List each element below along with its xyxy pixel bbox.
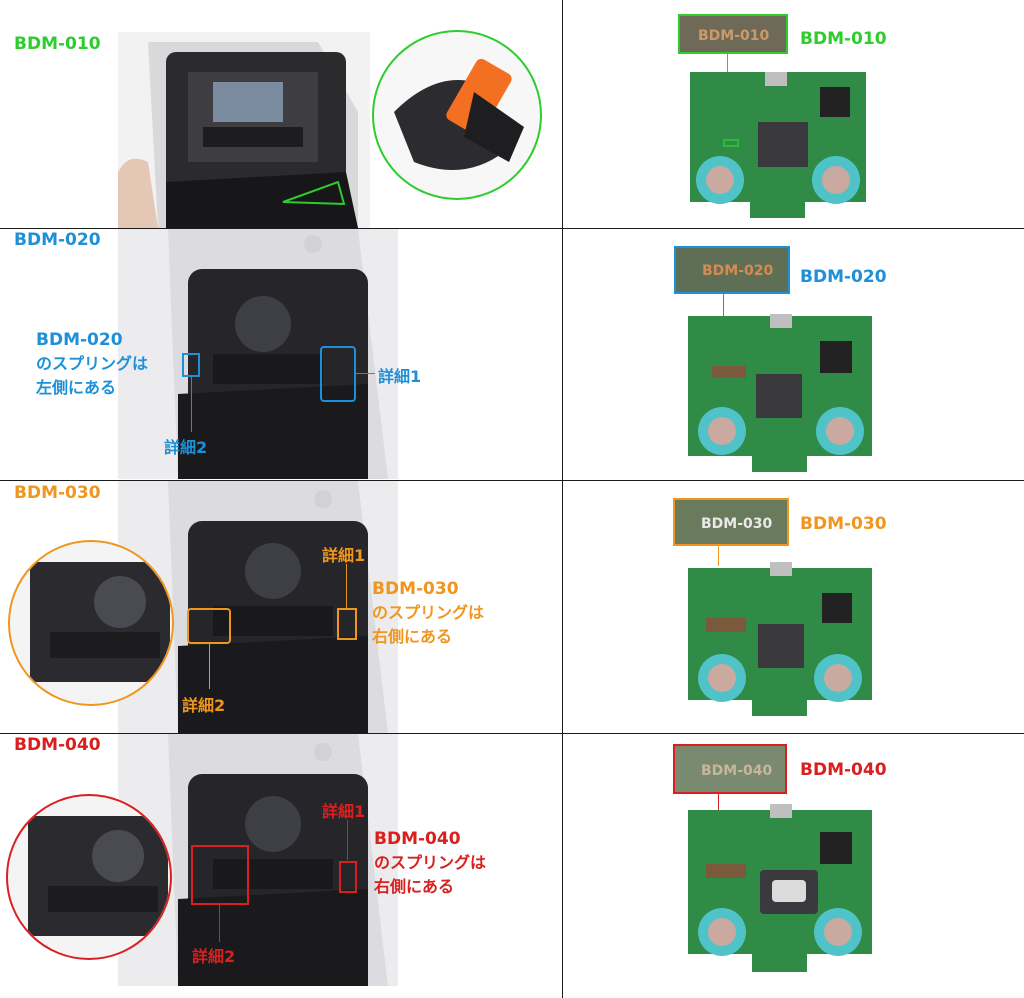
board-label-bdm030: BDM-030 bbox=[800, 514, 887, 534]
controller-photo-bdm010 bbox=[118, 32, 370, 228]
detail2-leader-bdm030 bbox=[209, 643, 210, 689]
grid-row-divider-1 bbox=[0, 228, 1024, 229]
board-callout-bdm020: BDM-020 bbox=[674, 246, 790, 294]
board-callout-bdm030: BDM-030 bbox=[673, 498, 789, 546]
detail2-leader-bdm040 bbox=[219, 904, 220, 942]
detail2-label-bdm030: 詳細2 bbox=[182, 696, 226, 715]
row-label-bdm040: BDM-040 bbox=[14, 735, 101, 755]
detail2-label-bdm020: 詳細2 bbox=[164, 438, 208, 457]
detail1-leader-bdm040 bbox=[347, 820, 348, 860]
spring-note-bdm030: BDM-030 のスプリングは 右側にある bbox=[372, 579, 485, 646]
board-callout-bdm010: BDM-010 bbox=[678, 14, 788, 54]
detail1-label-bdm040: 詳細1 bbox=[322, 802, 366, 821]
grid-row-divider-2 bbox=[0, 480, 1024, 481]
spring-note-bdm020: BDM-020 のスプリングは 左側にある bbox=[36, 330, 149, 397]
controller-photo-bdm020 bbox=[118, 229, 398, 479]
detail2-label-bdm040: 詳細2 bbox=[192, 947, 236, 966]
detail1-leader-bdm020 bbox=[355, 373, 375, 374]
detail1-label-bdm020: 詳細1 bbox=[378, 367, 422, 386]
trigger-zoom-circle-bdm010 bbox=[372, 30, 542, 200]
pcb-board-bdm010 bbox=[680, 62, 876, 224]
pcb-board-bdm040 bbox=[682, 804, 878, 982]
callout-leader-bdm030 bbox=[718, 546, 719, 566]
board-label-bdm040: BDM-040 bbox=[800, 760, 887, 780]
spring-zoom-circle-bdm040 bbox=[6, 794, 172, 960]
board-callout-bdm040: BDM-040 bbox=[673, 744, 787, 794]
board-label-bdm020: BDM-020 bbox=[800, 267, 887, 287]
detail2-leader-bdm020 bbox=[191, 376, 192, 432]
board-label-bdm010: BDM-010 bbox=[800, 29, 887, 49]
grid-row-divider-3 bbox=[0, 733, 1024, 734]
row-label-bdm030: BDM-030 bbox=[14, 483, 101, 503]
row-label-bdm020: BDM-020 bbox=[14, 230, 101, 250]
pcb-board-bdm030 bbox=[682, 558, 878, 724]
controller-trigger-illustration bbox=[118, 32, 370, 228]
spring-zoom-circle-bdm030 bbox=[8, 540, 174, 706]
detail1-label-bdm030: 詳細1 bbox=[322, 546, 366, 565]
spring-note-bdm040: BDM-040 のスプリングは 右側にある bbox=[374, 829, 487, 896]
detail1-leader-bdm030 bbox=[346, 564, 347, 608]
grid-vertical-divider bbox=[562, 0, 563, 998]
row-label-bdm010: BDM-010 bbox=[14, 34, 101, 54]
pcb-board-bdm020 bbox=[682, 306, 878, 480]
callout-leader-bdm040 bbox=[718, 794, 719, 814]
